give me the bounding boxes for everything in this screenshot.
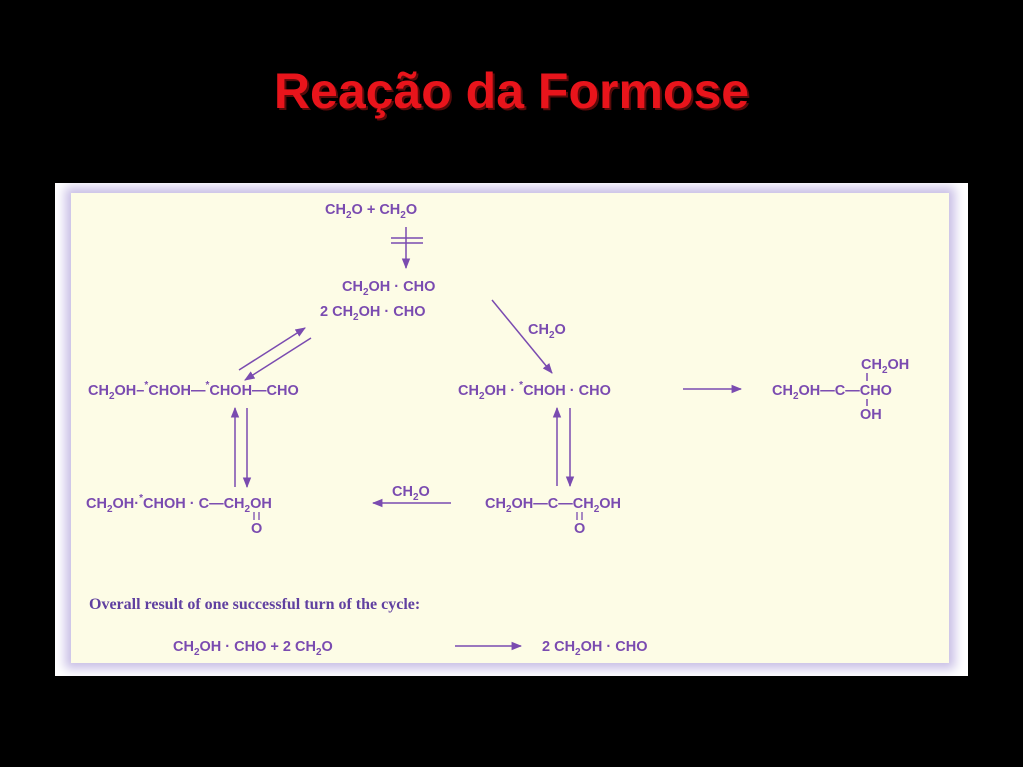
ketose-oxygen: O (251, 521, 262, 537)
branched-product-main: CH2OH—C—CHO (772, 383, 892, 402)
glycolaldehyde: CH2OH · CHO (342, 279, 435, 298)
ketose-formaldehyde-label: CH2O (392, 484, 430, 503)
equilibrium-arrow-up (238, 327, 306, 371)
branched-product-bottom: OH (860, 407, 882, 423)
two-glycolaldehyde: 2 CH2OH · CHO (320, 304, 425, 323)
scheme-paper (71, 193, 949, 663)
equilibrium-arrow-down (244, 337, 312, 381)
dihydroxyacetone-oxygen: O (574, 521, 585, 537)
glyceraldehyde: CH2OH · *CHOH · CHO (458, 380, 611, 402)
overall-caption: Overall result of one successful turn of… (89, 596, 420, 613)
top-reactants: CH2O + CH2O (325, 202, 417, 221)
added-formaldehyde-label: CH2O (528, 322, 566, 341)
overall-equation-products: 2 CH2OH · CHO (542, 639, 647, 658)
tetrose-aldose: CH2OH–*CHOH—*CHOH—CHO (88, 380, 299, 402)
branched-product-top: CH2OH (861, 357, 909, 376)
tetrose-ketose: CH2OH·*CHOH · C—CH2OH (86, 493, 272, 515)
formose-cycle-diagram: CH2O + CH2O CH2OH · CHO 2 CH2OH · CHO CH… (86, 202, 909, 658)
scheme-panel: CH2O + CH2O CH2OH · CHO 2 CH2OH · CHO CH… (55, 183, 968, 676)
formaldehyde-addition-arrow (491, 299, 553, 374)
dihydroxyacetone: CH2OH—C—CH2OH (485, 496, 621, 515)
slide-title: Reação da Formose (273, 63, 750, 119)
overall-equation-reactants: CH2OH · CHO + 2 CH2O (173, 639, 333, 658)
